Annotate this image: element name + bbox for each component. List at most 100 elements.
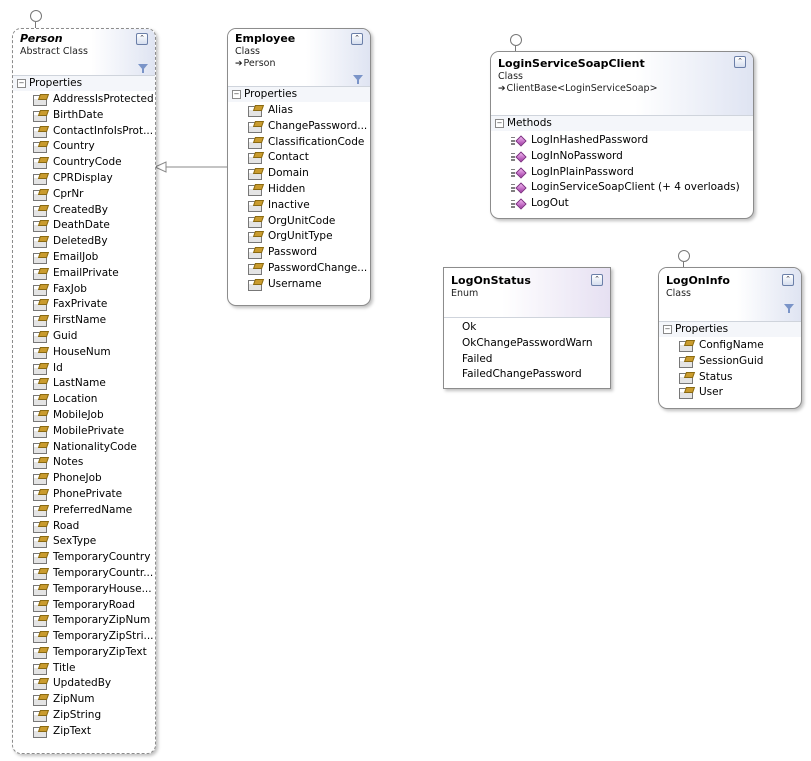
- logon-status-header[interactable]: LogOnStatus Enum ⌃: [444, 268, 610, 317]
- filter-icon[interactable]: [138, 64, 148, 73]
- property-row[interactable]: Password: [228, 245, 370, 261]
- filter-icon[interactable]: [353, 75, 363, 84]
- enum-value[interactable]: OkChangePasswordWarn: [462, 336, 593, 349]
- property-row[interactable]: ZipNum: [13, 692, 155, 708]
- property-row[interactable]: PreferredName: [13, 503, 155, 519]
- property-row[interactable]: SexType: [13, 534, 155, 550]
- login-client-header[interactable]: LoginServiceSoapClient Class ➔ClientBase…: [491, 52, 753, 115]
- property-row[interactable]: ZipString: [13, 708, 155, 724]
- property-row[interactable]: User: [659, 385, 801, 401]
- property-row[interactable]: Location: [13, 392, 155, 408]
- property-row[interactable]: Title: [13, 661, 155, 677]
- enum-value[interactable]: Ok: [462, 321, 477, 333]
- employee-header[interactable]: Employee Class ➔Person ⌃: [228, 29, 370, 86]
- method-row[interactable]: LogInNoPassword: [491, 149, 753, 165]
- property-row[interactable]: PasswordChange...: [228, 261, 370, 277]
- property-row[interactable]: TemporaryHouse...: [13, 582, 155, 598]
- property-row[interactable]: Alias: [228, 103, 370, 119]
- property-row[interactable]: ChangePassword...: [228, 119, 370, 135]
- property-row[interactable]: CountryCode: [13, 155, 155, 171]
- property-row[interactable]: FirstName: [13, 313, 155, 329]
- property-name: CPRDisplay: [53, 171, 113, 184]
- property-row[interactable]: HouseNum: [13, 345, 155, 361]
- chevron-up-icon[interactable]: ⌃: [351, 33, 363, 45]
- property-row[interactable]: Domain: [228, 166, 370, 182]
- property-row[interactable]: UpdatedBy: [13, 676, 155, 692]
- property-row[interactable]: TemporaryCountr...: [13, 566, 155, 582]
- minus-icon[interactable]: −: [232, 90, 241, 99]
- property-row[interactable]: Guid: [13, 329, 155, 345]
- property-row[interactable]: MobileJob: [13, 408, 155, 424]
- logon-info-class-box[interactable]: LogOnInfo Class ⌃ − Properties ConfigNam…: [658, 267, 802, 409]
- property-row[interactable]: FaxJob: [13, 282, 155, 298]
- property-name: Guid: [53, 329, 78, 342]
- chevron-up-icon[interactable]: ⌃: [734, 56, 746, 68]
- property-row[interactable]: CprNr: [13, 187, 155, 203]
- property-row[interactable]: ClassificationCode: [228, 135, 370, 151]
- property-row[interactable]: TemporaryZipText: [13, 645, 155, 661]
- property-row[interactable]: Username: [228, 277, 370, 293]
- property-name: Location: [53, 393, 98, 406]
- properties-section-header[interactable]: − Properties: [228, 86, 370, 102]
- method-row[interactable]: LogInPlainPassword: [491, 165, 753, 181]
- property-row[interactable]: DeletedBy: [13, 234, 155, 250]
- property-row[interactable]: NationalityCode: [13, 440, 155, 456]
- property-row[interactable]: TemporaryRoad: [13, 598, 155, 614]
- property-row[interactable]: ConfigName: [659, 338, 801, 354]
- logon-info-header[interactable]: LogOnInfo Class ⌃: [659, 268, 801, 321]
- property-row[interactable]: Road: [13, 519, 155, 535]
- property-row[interactable]: EmailJob: [13, 250, 155, 266]
- method-name: LogInNoPassword: [531, 149, 623, 162]
- properties-section-header[interactable]: − Properties: [13, 75, 155, 91]
- chevron-up-icon[interactable]: ⌃: [782, 274, 794, 286]
- property-row[interactable]: CreatedBy: [13, 203, 155, 219]
- property-row[interactable]: PhonePrivate: [13, 487, 155, 503]
- property-row[interactable]: Notes: [13, 455, 155, 471]
- methods-section-header[interactable]: − Methods: [491, 115, 753, 131]
- chevron-up-icon[interactable]: ⌃: [136, 33, 148, 45]
- employee-class-box[interactable]: Employee Class ➔Person ⌃ − Properties Al…: [227, 28, 371, 306]
- person-header[interactable]: Person Abstract Class ⌃: [13, 29, 155, 75]
- property-row[interactable]: Inactive: [228, 198, 370, 214]
- minus-icon[interactable]: −: [663, 325, 672, 334]
- enum-value[interactable]: FailedChangePassword: [462, 368, 582, 381]
- property-row[interactable]: PhoneJob: [13, 471, 155, 487]
- minus-icon[interactable]: −: [17, 79, 26, 88]
- minus-icon[interactable]: −: [495, 119, 504, 128]
- property-icon: [33, 426, 47, 438]
- method-row[interactable]: LoginServiceSoapClient (+ 4 overloads): [491, 180, 753, 196]
- property-row[interactable]: LastName: [13, 376, 155, 392]
- property-row[interactable]: ContactInfoIsProt...: [13, 124, 155, 140]
- filter-icon[interactable]: [784, 304, 794, 313]
- property-name: SexType: [53, 535, 97, 548]
- property-row[interactable]: DeathDate: [13, 218, 155, 234]
- chevron-up-icon[interactable]: ⌃: [591, 274, 603, 286]
- property-row[interactable]: CPRDisplay: [13, 171, 155, 187]
- property-row[interactable]: TemporaryCountry: [13, 550, 155, 566]
- property-row[interactable]: TemporaryZipNum: [13, 613, 155, 629]
- property-row[interactable]: AddressIsProtected: [13, 92, 155, 108]
- method-row[interactable]: LogInHashedPassword: [491, 133, 753, 149]
- property-row[interactable]: ZipText: [13, 724, 155, 740]
- property-row[interactable]: SessionGuid: [659, 354, 801, 370]
- login-service-soap-client-box[interactable]: LoginServiceSoapClient Class ➔ClientBase…: [490, 51, 754, 219]
- property-row[interactable]: OrgUnitType: [228, 229, 370, 245]
- method-row[interactable]: LogOut: [491, 196, 753, 212]
- property-name: Domain: [268, 167, 309, 180]
- property-row[interactable]: BirthDate: [13, 108, 155, 124]
- property-row[interactable]: MobilePrivate: [13, 424, 155, 440]
- property-row[interactable]: Status: [659, 370, 801, 386]
- enum-value[interactable]: Failed: [462, 352, 493, 365]
- property-row[interactable]: FaxPrivate: [13, 297, 155, 313]
- property-row[interactable]: Country: [13, 139, 155, 155]
- property-row[interactable]: Hidden: [228, 182, 370, 198]
- property-row[interactable]: EmailPrivate: [13, 266, 155, 282]
- property-row[interactable]: Contact: [228, 150, 370, 166]
- property-row[interactable]: TemporaryZipStri...: [13, 629, 155, 645]
- property-row[interactable]: OrgUnitCode: [228, 214, 370, 230]
- property-row[interactable]: Id: [13, 361, 155, 377]
- properties-section-header[interactable]: − Properties: [659, 321, 801, 337]
- person-class-box[interactable]: Person Abstract Class ⌃ − Properties Add…: [12, 28, 156, 754]
